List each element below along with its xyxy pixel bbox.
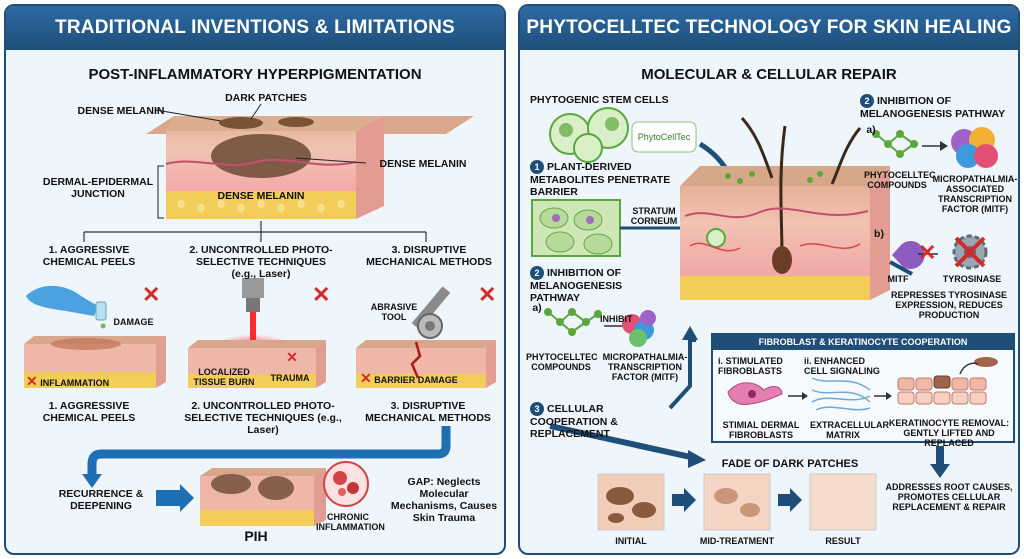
step-3-badge: 3: [530, 402, 544, 416]
step-3-text: CELLULAR COOPERATION & REPLACEMENT: [530, 402, 618, 440]
addresses-label: ADDRESSES ROOT CAUSES, PROMOTES CELLULAR…: [885, 482, 1013, 512]
right-illustration: [531, 107, 1015, 531]
keratinocyte-cells: [897, 357, 998, 405]
block-x-icon: ✕: [918, 240, 937, 265]
method-2-title: 2. UNCONTROLLED PHOTO-SELECTIVE TECHNIQU…: [189, 244, 333, 280]
recurrence-label: RECURRENCE & DEEPENING: [58, 488, 144, 512]
trauma-label: TRAUMA: [270, 373, 310, 383]
stem-cells-icon: [549, 107, 697, 163]
stratum-corneum-label: STRATUM CORNEUM: [630, 206, 678, 226]
ecm-label: EXTRACELLULAR MATRIX: [810, 420, 889, 440]
x-icon-barrier: ✕: [360, 370, 372, 386]
method-3-title: 3. DISRUPTIVE MECHANICAL METHODS: [366, 244, 492, 268]
stage-mid-label: MID-TREATMENT: [699, 536, 775, 546]
method-1-caption: 1. AGGRESSIVE CHEMICAL PEELS: [42, 400, 136, 424]
step-1-badge: 1: [530, 160, 544, 174]
compound-molecule-top: [872, 130, 918, 158]
laser-illustration: [188, 278, 326, 388]
barrier-damage-label: ✕ BARRIER DAMAGE: [360, 371, 490, 385]
barrier-damage-text: BARRIER DAMAGE: [374, 375, 458, 385]
stage-mid-skin: [703, 473, 771, 531]
right-title: PHYTOCELLTEC TECHNOLOGY FOR SKIN HEALING: [520, 6, 1018, 50]
dark-patches-label: DARK PATCHES: [225, 92, 307, 104]
dense-melanin-label-3: DENSE MELANIN: [217, 190, 305, 202]
phytocelltec-logo: PhytoCellTec: [637, 132, 691, 142]
damage-label: DAMAGE: [113, 317, 154, 327]
x-icon-1: ✕: [142, 282, 161, 307]
step-1-text: PLANT-DERIVED METABOLITES PENETRATE BARR…: [530, 160, 671, 198]
step-2-top-text: INHIBITION OF MELANOGENESIS PATHWAY: [860, 94, 1006, 120]
coop-i-label: i. STIMULATED FIBROBLASTS: [718, 356, 783, 376]
x-icon-2: ✕: [312, 282, 331, 307]
mitf-protein-small: [622, 310, 656, 347]
mitf-assoc-label: MICROPATHALMIA-ASSOCIATED TRANSCRIPTION …: [932, 174, 1018, 214]
x-icon-trauma: ✕: [286, 349, 298, 365]
cooperation-title: FIBROBLAST & KERATINOCYTE COOPERATION: [758, 337, 968, 347]
stage-result-label: RESULT: [825, 536, 861, 546]
compounds-top-label: PHYTOCELLTEC COMPOUNDS: [864, 170, 936, 190]
compound-molecule-small: [544, 308, 602, 336]
tyrosinase-label: TYROSINASE: [942, 274, 1002, 284]
stimial-label: STIMIAL DERMAL FIBROBLASTS: [722, 420, 800, 440]
mitf-pacman-icon: [892, 241, 925, 269]
localized-burn-label: LOCALIZED TISSUE BURN: [193, 367, 255, 387]
chemical-peel-illustration: [24, 285, 166, 388]
pih-result-skin: [200, 468, 326, 526]
coop-ii-label: ii. ENHANCED CELL SIGNALING: [804, 356, 880, 376]
molecular-subtitle: MOLECULAR & CELLULAR REPAIR: [641, 66, 897, 83]
inhibit-label: INHIBIT: [600, 314, 633, 324]
stage-initial-skin: [597, 473, 665, 531]
abrasive-tool-illustration: [356, 286, 496, 388]
x-icon-3: ✕: [478, 282, 497, 307]
step-2-text: INHIBITION OF MELANOGENESIS PATHWAY: [530, 266, 623, 304]
left-title: TRADITIONAL INVENTIONS & LIMITATIONS: [6, 6, 504, 50]
mitf-label: MITF: [887, 274, 909, 284]
inflammation-label: ✕ INFLAMMATION: [26, 374, 156, 388]
left-illustration: [24, 103, 496, 526]
mitf-protein-large: [951, 127, 998, 168]
fade-label: FADE OF DARK PATCHES: [721, 458, 859, 470]
keratinocyte-removal-label: KERATINOCYTE REMOVAL: GENTLY LIFTED AND …: [888, 418, 1010, 448]
method-1-title: 1. AGGRESSIVE CHEMICAL PEELS: [42, 244, 136, 268]
left-panel: TRADITIONAL INVENTIONS & LIMITATIONS POS…: [4, 4, 506, 555]
stem-cells-label: PHYTOGENIC STEM CELLS: [530, 94, 669, 106]
step-2b-marker: b): [874, 228, 884, 240]
dense-melanin-label-2: DENSE MELANIN: [379, 158, 467, 170]
chronic-inflammation-bubble: [323, 461, 369, 507]
tyrosinase-gear-icon: [952, 234, 988, 270]
inflammation-text: INFLAMMATION: [40, 378, 110, 388]
stage-initial-label: INITIAL: [615, 536, 647, 546]
mitf-full-label: MICROPATHALMIA-TRANSCRIPTION FACTOR (MIT…: [602, 352, 688, 382]
stage-result-skin: [809, 473, 877, 531]
method-3-caption: 3. DISRUPTIVE MECHANICAL METHODS: [365, 400, 491, 424]
dense-melanin-patch: [211, 134, 311, 178]
pih-skin-block: [146, 116, 474, 219]
represses-label: REPRESSES TYROSINASE EXPRESSION, REDUCES…: [890, 290, 1008, 320]
pih-subtitle: POST-INFLAMMATORY HYPERPIGMENTATION: [88, 66, 422, 83]
ecm-fibers: [811, 377, 871, 411]
x-icon-inflammation: ✕: [26, 373, 38, 389]
right-panel: PHYTOCELLTEC TECHNOLOGY FOR SKIN HEALING…: [518, 4, 1020, 555]
step-2a-marker: a): [532, 302, 542, 314]
chronic-inflammation-label: CHRONIC INFLAMMATION: [316, 512, 385, 532]
pih-label: PIH: [244, 528, 268, 544]
compounds-label: PHYTOCELLTEC COMPOUNDS: [526, 352, 598, 372]
method-2-caption: 2. UNCONTROLLED PHOTO-SELECTIVE TECHNIQU…: [184, 400, 342, 436]
dermal-epidermal-label: DERMAL-EPIDERMAL JUNCTION: [42, 176, 154, 200]
step-2-badge: 2: [530, 266, 544, 280]
abrasive-tool-label: ABRASIVE TOOL: [370, 302, 418, 322]
dense-melanin-label-1: DENSE MELANIN: [77, 105, 165, 117]
plant-cells-illustration: [531, 199, 621, 257]
skin-cross-section: [680, 117, 890, 300]
fibroblast-cell-icon: [727, 382, 783, 405]
step-2a-top-marker: a): [866, 124, 876, 136]
gap-label: GAP: Neglects Molecular Mechanisms, Caus…: [390, 476, 498, 524]
step-2-top-badge: 2: [860, 94, 874, 108]
